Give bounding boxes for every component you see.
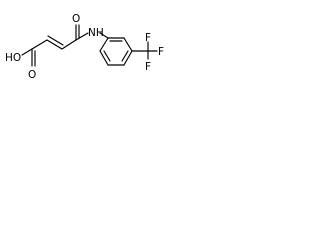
bond-n-ring <box>99 32 109 39</box>
atom-o-acid: O <box>28 69 36 81</box>
atom-f-bottom: F <box>145 61 151 73</box>
atom-labels: HO O O NH F F F <box>5 13 164 81</box>
atom-f-right: F <box>158 46 164 58</box>
bond-c2-c3-double-a <box>46 39 63 50</box>
atom-ho: HO <box>5 52 21 64</box>
ring-bond-3 <box>123 50 133 66</box>
ring-bond-2 <box>123 37 133 52</box>
bond-c3-c4 <box>61 39 77 50</box>
bond-c2-c3-double-b <box>47 35 64 46</box>
atom-f-top: F <box>145 32 151 44</box>
ring-bond-5 <box>99 50 109 66</box>
chemical-structure: HO O O NH F F F <box>5 13 164 81</box>
bond-lines <box>21 24 158 67</box>
bond-ho-c1 <box>21 48 33 56</box>
ring-inner-bond-3 <box>103 50 111 62</box>
bond-c4-n <box>75 32 89 41</box>
atom-o-amide: O <box>72 13 80 25</box>
ring-bond-6 <box>99 37 109 52</box>
bond-c1-c2 <box>31 39 48 50</box>
ring-inner-bond-2 <box>121 50 129 62</box>
atom-nh: NH <box>88 27 104 39</box>
